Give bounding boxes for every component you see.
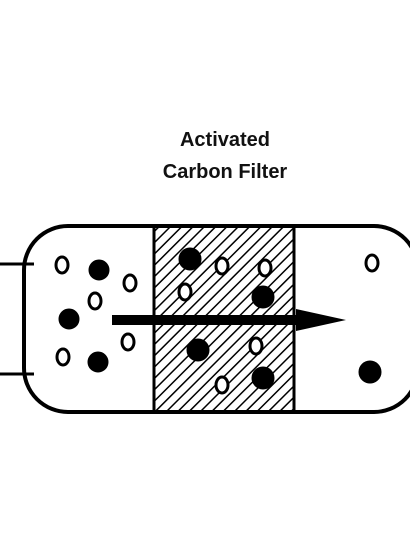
particle-hollow xyxy=(177,282,193,302)
particle-hollow xyxy=(214,256,230,276)
particle-solid xyxy=(186,338,210,362)
particle-solid xyxy=(251,285,275,309)
particle-hollow xyxy=(87,291,103,311)
filter-particles xyxy=(177,247,275,395)
particle-hollow xyxy=(248,336,264,356)
particle-solid xyxy=(251,366,275,390)
container-outline xyxy=(22,224,410,414)
particle-solid xyxy=(87,351,109,373)
particle-solid xyxy=(178,247,202,271)
particle-solid xyxy=(358,360,382,384)
particle-solid xyxy=(88,259,110,281)
flow-arrow xyxy=(112,309,346,331)
filter-label-line2: Carbon Filter xyxy=(162,161,288,183)
particle-hollow xyxy=(364,253,380,273)
particle-hollow xyxy=(122,273,138,293)
particle-hollow xyxy=(214,375,230,395)
particle-solid xyxy=(58,308,80,330)
filter-label: Activated Carbon Filter xyxy=(120,124,330,188)
inlet-particles xyxy=(54,255,138,373)
particle-hollow xyxy=(257,258,273,278)
particle-hollow xyxy=(120,332,136,352)
outlet-particles xyxy=(358,253,382,384)
particle-hollow xyxy=(54,255,70,275)
particle-hollow xyxy=(55,347,71,367)
filter-label-line1: Activated xyxy=(179,129,271,151)
